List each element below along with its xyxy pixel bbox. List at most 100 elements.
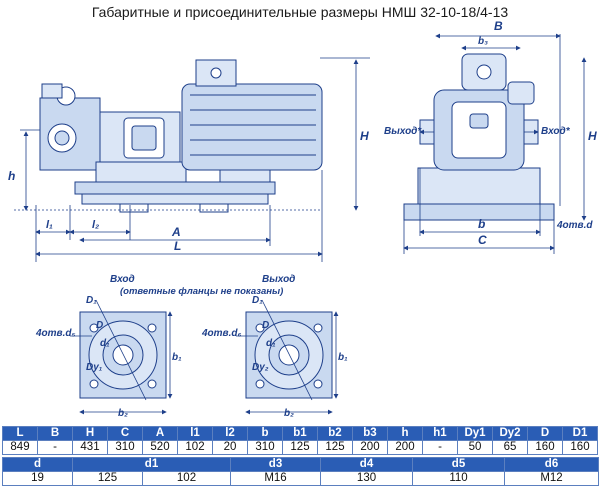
dimensions-table-secondary: d d1 d3 d4 d5 d6 19 125 102 M16 130 110 … — [2, 457, 600, 486]
front-dim-b: b — [478, 217, 485, 231]
bolt-hole-icon — [89, 379, 99, 389]
table-header-cell: b2 — [317, 426, 353, 441]
side-dim-A: A — [171, 225, 181, 239]
table-header-cell: h — [387, 426, 423, 441]
table-header-cell: L — [2, 426, 38, 441]
table-cell: - — [37, 440, 73, 455]
table-cell: 102 — [177, 440, 213, 455]
table-cell: - — [422, 440, 458, 455]
base-frame — [74, 181, 276, 195]
flange-left-D: D — [96, 320, 103, 331]
table-header-row: L B H C A l1 l2 b b1 b2 b3 h h1 Dy1 Dy2 … — [2, 426, 598, 441]
table-header-cell: b3 — [352, 426, 388, 441]
table-cell: 849 — [2, 440, 38, 455]
flange-right-D1: D₁ — [252, 295, 263, 306]
flange-right — [245, 311, 333, 399]
table-header-cell: d3 — [230, 457, 322, 472]
table-header-cell: Dy1 — [457, 426, 493, 441]
table-cell: 125 — [282, 440, 318, 455]
flange-right-d1: d₁ — [266, 338, 276, 349]
front-view-dimensions — [403, 33, 587, 254]
flange-left-caption: Вход — [110, 274, 135, 285]
table-header-cell: l1 — [177, 426, 213, 441]
table-cell: 130 — [320, 471, 414, 486]
table-header-cell: H — [72, 426, 108, 441]
base-lower — [81, 193, 269, 205]
table-cell: 160 — [527, 440, 563, 455]
front-inlet-label: Вход* — [541, 126, 571, 137]
page-title: Габаритные и присоединительные размеры Н… — [91, 4, 509, 20]
table-header-cell: b — [247, 426, 283, 441]
table-header-cell: A — [142, 426, 178, 441]
table-header-cell: d — [2, 457, 73, 472]
front-dim-B: B — [494, 19, 503, 33]
bolt-hole-icon — [313, 379, 323, 389]
flange-right-b1: b₁ — [338, 352, 348, 363]
table-header-row: d d1 d3 d4 d5 d6 — [2, 457, 600, 472]
dimensions-table-main: L B H C A l1 l2 b b1 b2 b3 h h1 Dy1 Dy2 … — [2, 426, 598, 455]
table-row: 849 - 431 310 520 102 20 310 125 125 200… — [2, 440, 598, 455]
table-header-cell: h1 — [422, 426, 458, 441]
table-header-cell: Dy2 — [492, 426, 528, 441]
flange-right-holes: 4отв.d₆ — [201, 328, 241, 339]
flange-left-D1: D₁ — [86, 295, 97, 306]
flange-left-note: (ответные фланцы не показаны) — [120, 286, 283, 297]
flange-left — [79, 311, 167, 399]
side-dim-H: H — [360, 129, 369, 143]
table-cell: 20 — [212, 440, 248, 455]
side-dim-l1: l₁ — [46, 219, 53, 231]
table-header-cell: d6 — [504, 457, 600, 472]
table-cell: M12 — [504, 471, 600, 486]
table-header-cell: l2 — [212, 426, 248, 441]
side-dim-L: L — [174, 239, 181, 253]
side-view-dimensions — [14, 57, 370, 262]
front-dim-C: C — [478, 233, 487, 247]
flange-left-holes: 4отв.d₅ — [35, 328, 75, 339]
table-header-cell: d1 — [71, 457, 232, 472]
front-holes-label: 4отв.d — [556, 220, 593, 231]
table-cell: 200 — [387, 440, 423, 455]
table-header-cell: B — [37, 426, 73, 441]
front-outlet-label: Выход* — [384, 126, 422, 137]
front-dim-b3: b₃ — [478, 36, 488, 47]
table-cell: 65 — [492, 440, 528, 455]
table-header-cell: b1 — [282, 426, 318, 441]
table-cell: 50 — [457, 440, 493, 455]
table-header-cell: D1 — [562, 426, 598, 441]
flange-right-Dy: Dy₂ — [252, 362, 269, 373]
front-dim-H: H — [588, 129, 597, 143]
table-cell: 431 — [72, 440, 108, 455]
technical-drawing: H h l₁ l₂ A L B b₃ H Выход* Вход* b 4отв… — [8, 19, 597, 419]
table-cell: M16 — [230, 471, 322, 486]
bolt-hole-icon — [255, 323, 265, 333]
flange-right-b2: b₂ — [284, 408, 294, 419]
table-cell: 110 — [412, 471, 506, 486]
table-header-cell: C — [107, 426, 143, 441]
table-cell: 19 — [2, 471, 73, 486]
bolt-hole-icon — [313, 323, 323, 333]
bolt-hole-icon — [89, 323, 99, 333]
table-row: 19 125 102 M16 130 110 M12 — [2, 471, 600, 486]
motor-body — [181, 83, 323, 171]
table-header-cell: d4 — [320, 457, 414, 472]
table-cell: 200 — [352, 440, 388, 455]
front-view — [403, 53, 555, 221]
table-cell: 125 — [317, 440, 353, 455]
side-dim-h: h — [8, 169, 15, 183]
table-header-cell: d5 — [412, 457, 506, 472]
table-cell: 125 — [72, 471, 143, 486]
table-cell: 160 — [562, 440, 598, 455]
table-header-cell: D — [527, 426, 563, 441]
flange-left-Dy: Dy₁ — [86, 362, 103, 373]
flange-left-b2: b₂ — [118, 408, 128, 419]
bolt-hole-icon — [147, 323, 157, 333]
table-cell: 310 — [107, 440, 143, 455]
table-cell: 102 — [141, 471, 232, 486]
side-view — [39, 59, 323, 213]
flange-left-b1: b₁ — [172, 352, 182, 363]
table-cell: 520 — [142, 440, 178, 455]
flange-right-caption: Выход — [262, 274, 295, 285]
flange-right-D: D — [262, 320, 269, 331]
side-dim-l2: l₂ — [92, 219, 99, 231]
table-cell: 310 — [247, 440, 283, 455]
